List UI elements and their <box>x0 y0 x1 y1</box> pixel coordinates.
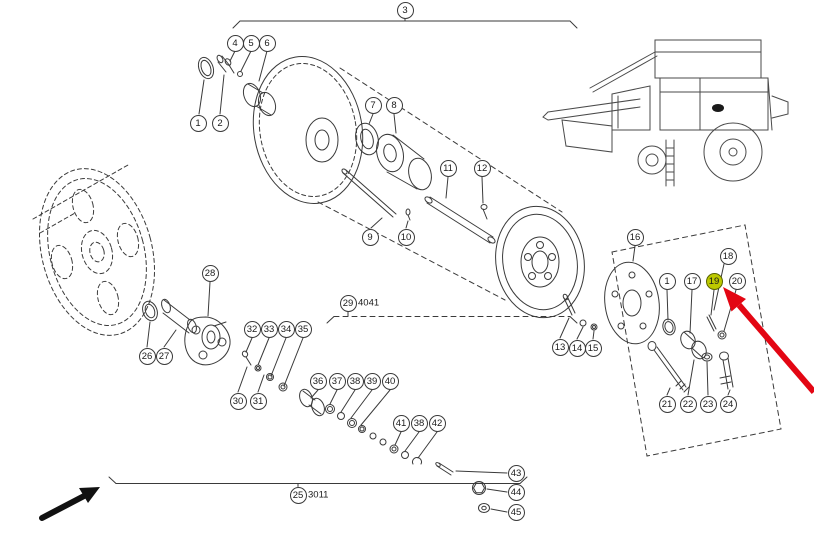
callout-25[interactable]: 25 <box>289 486 307 504</box>
small-parts-13-15 <box>559 293 598 340</box>
callout-18[interactable]: 18 <box>719 247 737 265</box>
dashed-pulley-drawing <box>32 164 156 336</box>
harvester-illustration <box>542 39 789 187</box>
callout-20[interactable]: 20 <box>728 272 746 290</box>
callout-3[interactable]: 3 <box>396 1 414 19</box>
callout-38[interactable]: 38 <box>346 372 364 390</box>
main-pulley-drawing <box>252 56 563 301</box>
callout-42[interactable]: 42 <box>428 414 446 432</box>
callout-15[interactable]: 15 <box>584 339 602 357</box>
assembly-bracket-25 <box>108 476 528 487</box>
callout-32[interactable]: 32 <box>243 320 261 338</box>
assembly-code-3011: 3011 <box>308 489 329 501</box>
callout-17[interactable]: 17 <box>683 272 701 290</box>
callout-26[interactable]: 26 <box>138 347 156 365</box>
callout-8[interactable]: 8 <box>385 96 403 114</box>
location-dot <box>712 104 724 112</box>
callout-33[interactable]: 33 <box>260 320 278 338</box>
assembly-bracket-29 <box>326 311 578 324</box>
callout-38[interactable]: 38 <box>410 414 428 432</box>
callout-21[interactable]: 21 <box>658 395 676 413</box>
drive-shaft-parts <box>424 176 496 244</box>
callout-27[interactable]: 27 <box>155 347 173 365</box>
callout-34[interactable]: 34 <box>277 320 295 338</box>
callout-6[interactable]: 6 <box>258 34 276 52</box>
callout-44[interactable]: 44 <box>507 483 525 501</box>
callout-4[interactable]: 4 <box>226 34 244 52</box>
callout-40[interactable]: 40 <box>381 372 399 390</box>
black-direction-arrow <box>39 487 100 521</box>
fastener-group-right <box>611 224 782 457</box>
callout-41[interactable]: 41 <box>392 414 410 432</box>
callout-23[interactable]: 23 <box>699 395 717 413</box>
callout-11[interactable]: 11 <box>439 159 457 177</box>
callout-28[interactable]: 28 <box>201 264 219 282</box>
callout-2[interactable]: 2 <box>211 114 229 132</box>
brake-disc-drawing <box>495 205 585 319</box>
callout-12[interactable]: 12 <box>473 159 491 177</box>
callout-5[interactable]: 5 <box>242 34 260 52</box>
hub-group-left <box>142 281 231 366</box>
callout-22[interactable]: 22 <box>679 395 697 413</box>
callout-24[interactable]: 24 <box>719 395 737 413</box>
callout-43[interactable]: 43 <box>507 464 525 482</box>
assembly-bracket-3 <box>232 18 578 29</box>
hardware-chain <box>237 337 438 465</box>
callout-37[interactable]: 37 <box>328 372 346 390</box>
callout-13[interactable]: 13 <box>551 338 569 356</box>
callout-9[interactable]: 9 <box>361 228 379 246</box>
callout-14[interactable]: 14 <box>568 339 586 357</box>
callout-1[interactable]: 1 <box>189 114 207 132</box>
assembly-code-4041: 4041 <box>358 297 380 309</box>
callout-10[interactable]: 10 <box>397 228 415 246</box>
callout-7[interactable]: 7 <box>364 96 382 114</box>
callout-31[interactable]: 31 <box>249 392 267 410</box>
clutch-hub-parts <box>341 113 432 229</box>
callout-19[interactable]: 19 <box>705 272 723 290</box>
callout-16[interactable]: 16 <box>626 228 644 246</box>
flange-plate-drawing <box>604 245 660 345</box>
callout-36[interactable]: 36 <box>309 372 327 390</box>
callout-35[interactable]: 35 <box>294 320 312 338</box>
callout-45[interactable]: 45 <box>507 503 525 521</box>
callout-29[interactable]: 29 <box>339 294 357 312</box>
callout-1[interactable]: 1 <box>658 272 676 290</box>
callout-30[interactable]: 30 <box>229 392 247 410</box>
callout-39[interactable]: 39 <box>363 372 381 390</box>
upper-left-parts <box>197 50 277 117</box>
